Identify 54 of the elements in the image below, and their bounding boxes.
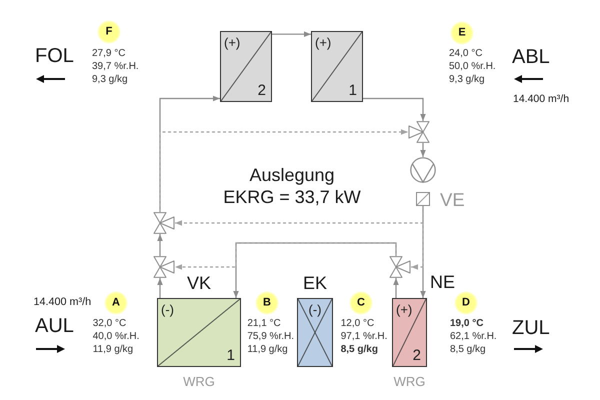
component-label: WRG — [183, 375, 215, 388]
mode-sign: (-) — [308, 303, 322, 316]
point-letter: E — [458, 28, 466, 38]
three-way-valve-icon — [408, 121, 430, 143]
arrow — [157, 234, 163, 256]
airflow-label: FOL — [35, 46, 74, 66]
airflow-label: AUL — [35, 316, 74, 336]
design-note: Auslegung — [249, 166, 335, 184]
register-number: 1 — [226, 348, 235, 363]
arrow — [157, 278, 163, 298]
point-letter: D — [462, 298, 470, 308]
component-label: VE — [440, 191, 465, 210]
airflow-label: ABL — [512, 47, 550, 68]
arrow — [420, 143, 426, 157]
air-state-values: 27,9 °C 39,7 %r.H. 9,3 g/kg — [92, 46, 140, 86]
dashed-arrow — [411, 206, 424, 270]
component-label: VK — [187, 274, 211, 292]
register-number: 2 — [412, 348, 421, 363]
dashed-arrow — [175, 242, 397, 270]
arrow — [420, 206, 426, 298]
arrow — [363, 98, 426, 121]
design-note: EKRG = 33,7 kW — [223, 188, 361, 206]
three-way-valve-icon — [153, 212, 175, 234]
register-number: 1 — [348, 83, 357, 98]
three-way-valve-icon — [389, 256, 411, 278]
point-letter: F — [106, 26, 112, 38]
air-state-values: 12,0 °C 97,1 %r.H. 8,5 g/kg — [340, 316, 388, 356]
arrow — [272, 31, 311, 37]
air-state-values: 24,0 °C 50,0 %r.H. 9,3 g/kg — [449, 47, 497, 86]
mode-sign: (-) — [161, 303, 174, 316]
arrow — [159, 96, 220, 212]
arrow — [393, 278, 399, 298]
air-state-values: 32,0 °C 40,0 %r.H. 11,9 g/kg — [92, 316, 140, 356]
air-state-values: 19,0 °C 62,1 %r.H. 8,5 g/kg — [450, 316, 498, 356]
mode-sign: (+) — [315, 36, 332, 49]
flow-rate-label: 14.400 m³/h — [513, 94, 570, 105]
component-label: NE — [430, 272, 456, 290]
point-letter: C — [357, 298, 365, 308]
dashed-arrow — [159, 129, 408, 212]
mode-sign: (+) — [396, 303, 412, 316]
mode-sign: (+) — [224, 36, 240, 49]
point-letter: A — [112, 298, 120, 308]
three-way-valve-icon — [153, 256, 175, 278]
component-label: EK — [303, 274, 327, 292]
pump-icon — [410, 157, 436, 183]
arrow — [233, 242, 397, 298]
point-letter: B — [263, 298, 271, 308]
air-state-values: 21,1 °C 75,9 %r.H. 11,9 g/kg — [247, 316, 296, 356]
airflow-label: ZUL — [512, 318, 550, 338]
flow-rate-label: 14.400 m³/h — [34, 297, 92, 308]
register-number: 2 — [258, 83, 266, 98]
component-label: WRG — [394, 375, 426, 388]
heat-exchanger-box — [220, 31, 272, 102]
heat-exchanger-box — [311, 31, 363, 102]
